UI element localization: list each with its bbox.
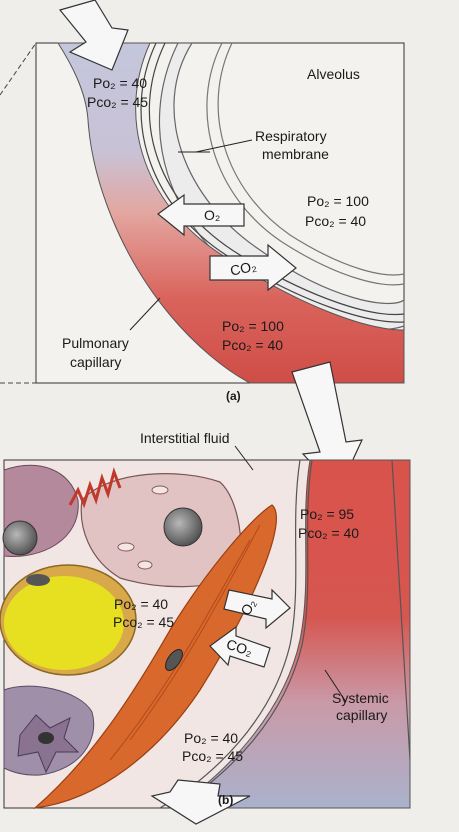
- panel-b-caption: (b): [218, 793, 233, 807]
- alveolar-wall-inner: [217, 42, 405, 276]
- respiratory-membrane-label-2: membrane: [262, 146, 329, 162]
- pulmonary-capillary: [57, 42, 405, 384]
- arterial-blood-po2: Po₂ = 95: [300, 506, 354, 522]
- mitochondrion-2: [117, 542, 135, 552]
- leaving-blood-po2: Po₂ = 100: [222, 318, 284, 334]
- pulmonary-leader: [129, 297, 161, 331]
- capillary-wall-outer: [159, 459, 301, 809]
- systemic-leader: [324, 669, 347, 703]
- o2-arrow-a: [157, 193, 245, 237]
- respiratory-membrane: [148, 42, 405, 316]
- microvilli: [68, 467, 122, 509]
- mitochondrion-1: [151, 485, 169, 495]
- mitochondrion-3: [137, 560, 153, 570]
- panel-a-caption: (a): [226, 389, 241, 403]
- muscle-fibers: [109, 524, 261, 761]
- tissue-po2: Po₂ = 40: [114, 596, 168, 612]
- alveolar-pco2: Pco₂ = 40: [305, 213, 366, 229]
- capillary-far-wall: [391, 459, 411, 761]
- co2-arrow-a: [209, 243, 297, 292]
- tissue-pco2: Pco₂ = 45: [113, 614, 174, 630]
- o2-arrow-label-a: O₂: [204, 207, 220, 223]
- respiratory-membrane-2: [140, 42, 405, 323]
- interstitial-fluid-label: Interstitial fluid: [140, 430, 229, 446]
- pulmonary-capillary-label-2: capillary: [70, 354, 121, 370]
- venous-blood-po2: Po₂ = 40: [184, 730, 238, 746]
- co2-arrow-b: [209, 625, 271, 668]
- entering-blood-po2: Po₂ = 40: [93, 75, 147, 91]
- panel-a: Alveolus Respiratory membrane Po₂ = 40 P…: [0, 0, 405, 494]
- pulmonary-capillary-label-1: Pulmonary: [62, 335, 129, 351]
- alveolar-wall-inner-2: [206, 42, 405, 286]
- blood-outflow-arrow: [150, 779, 251, 825]
- co2-arrow-label-b: CO₂: [224, 636, 254, 659]
- blood-inflow-arrow: [58, 0, 129, 71]
- purple-cell-nucleus: [2, 520, 38, 556]
- panel-b: Interstitial fluid Po₂ = 95 Pco₂ = 40 Po…: [0, 430, 411, 825]
- systemic-capillary-label-1: Systemic: [332, 690, 389, 706]
- o2-arrow-label-b: O₂: [237, 596, 259, 618]
- leaving-blood-pco2: Pco₂ = 40: [222, 337, 283, 353]
- respiratory-membrane-label-1: Respiratory: [255, 128, 327, 144]
- capillary-wall-inner: [174, 459, 313, 809]
- alveolar-po2: Po₂ = 100: [307, 193, 369, 209]
- interstitial-leader: [234, 445, 254, 471]
- entering-blood-pco2: Pco₂ = 45: [87, 94, 148, 110]
- systemic-capillary-label-2: capillary: [336, 707, 387, 723]
- membrane-leader: [195, 139, 253, 153]
- alveolus-label: Alveolus: [307, 66, 360, 82]
- fat-cell-nucleus: [26, 574, 50, 586]
- co2-arrow-label-a: CO₂: [229, 258, 258, 279]
- zoom-guide-line-top: [0, 42, 37, 96]
- arterial-blood-pco2: Pco₂ = 40: [298, 525, 359, 541]
- muscle-nucleus: [165, 649, 183, 671]
- fat-droplet: [4, 576, 124, 670]
- venous-blood-pco2: Pco₂ = 45: [182, 748, 243, 764]
- o2-arrow-b: [223, 588, 291, 630]
- pink-cell-nucleus: [163, 507, 203, 547]
- star-cell-nucleus: [38, 732, 54, 744]
